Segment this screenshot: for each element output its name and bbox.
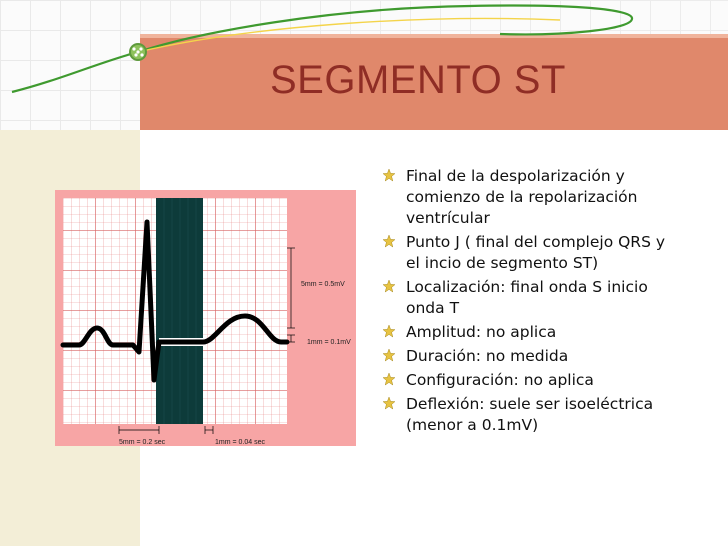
- label-vertical-small: 1mm = 0.1mV: [307, 339, 351, 346]
- bullet-text: Punto J ( final del complejo QRS y el in…: [406, 233, 666, 272]
- bullet-text: Amplitud: no aplica: [406, 323, 557, 341]
- list-item: Configuración: no aplica: [382, 370, 682, 391]
- ecg-chart: 5mm = 0.5mV 1mm = 0.1mV 5mm = 0.2 sec 1m…: [60, 198, 351, 446]
- bullet-list: Final de la despolarización y comienzo d…: [382, 166, 682, 439]
- decorative-swirl: [11, 4, 634, 94]
- star-bullet-icon: [382, 234, 396, 248]
- slide-title: SEGMENTO ST: [270, 58, 566, 102]
- title-band: [140, 38, 728, 130]
- list-item: Duración: no medida: [382, 346, 682, 367]
- star-bullet-icon: [382, 279, 396, 293]
- list-item: Localización: final onda S inicio onda T: [382, 277, 682, 319]
- bullet-text: Duración: no medida: [406, 347, 569, 365]
- star-bullet-icon: [382, 348, 396, 362]
- label-horizontal-large: 5mm = 0.2 sec: [119, 439, 166, 446]
- ecg-trace: [60, 219, 290, 383]
- bullet-text: Localización: final onda S inicio onda T: [406, 278, 648, 317]
- label-horizontal-small: 1mm = 0.04 sec: [215, 439, 265, 446]
- star-bullet-icon: [382, 372, 396, 386]
- ecg-figure: 5mm = 0.5mV 1mm = 0.1mV 5mm = 0.2 sec 1m…: [55, 190, 356, 446]
- bead-icon: [129, 43, 147, 61]
- star-bullet-icon: [382, 324, 396, 338]
- list-item: Punto J ( final del complejo QRS y el in…: [382, 232, 682, 274]
- list-item: Amplitud: no aplica: [382, 322, 682, 343]
- star-bullet-icon: [382, 396, 396, 410]
- star-bullet-icon: [382, 168, 396, 182]
- bullet-text: Configuración: no aplica: [406, 371, 594, 389]
- label-vertical-large: 5mm = 0.5mV: [301, 281, 345, 288]
- list-item: Deflexión: suele ser isoeléctrica (menor…: [382, 394, 682, 436]
- title-band-highlight: [140, 34, 728, 40]
- list-item: Final de la despolarización y comienzo d…: [382, 166, 682, 229]
- bullet-text: Final de la despolarización y comienzo d…: [406, 167, 638, 227]
- bullet-text: Deflexión: suele ser isoeléctrica (menor…: [406, 395, 654, 434]
